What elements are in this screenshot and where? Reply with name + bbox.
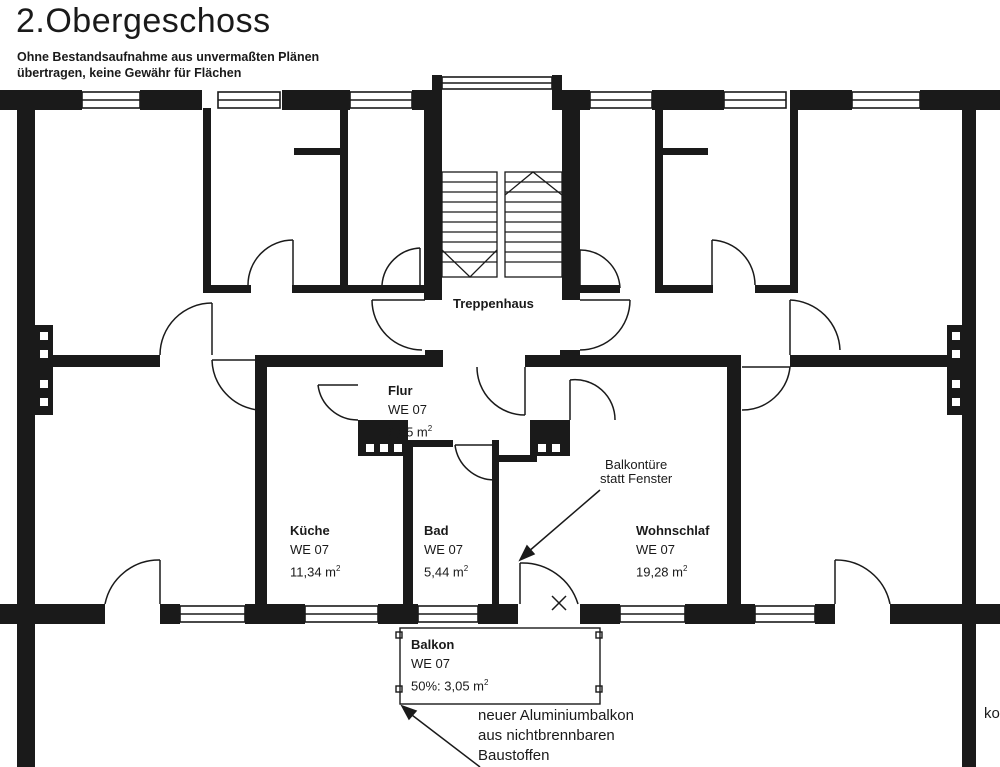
balcony-annotation-line-2: aus nichtbrennbaren — [478, 727, 615, 744]
disclaimer-note: Ohne Bestandsaufnahme aus unvermaßten Pl… — [17, 49, 377, 81]
door-annotation-line-1: Balkontüre — [605, 457, 668, 472]
edge-text-fragment: ko — [984, 705, 1000, 722]
room-area-balcony: 50%: 3,05 m2 — [411, 678, 489, 694]
door-annotation-line-2: statt Fenster — [600, 471, 673, 486]
door-swings — [104, 239, 891, 611]
room-name-stair: Treppenhaus — [453, 296, 534, 311]
room-area-living: 19,28 m2 — [636, 564, 688, 580]
room-name-hall: Flur — [388, 383, 413, 398]
room-name-kitchen: Küche — [290, 523, 330, 538]
room-label-balcony: Balkon WE 07 50%: 3,05 m2 — [411, 635, 488, 695]
balcony-outline — [29, 624, 603, 767]
room-unit-kitchen: WE 07 — [290, 542, 330, 557]
room-name-bath: Bad — [424, 523, 449, 538]
balcony-annotation: neuer Aluminiumbalkon aus nichtbrennbare… — [478, 706, 634, 766]
walls — [0, 75, 1000, 767]
room-label-living: Wohnschlaf WE 07 19,28 m2 — [636, 521, 709, 581]
stairs — [441, 171, 563, 278]
balcony-annotation-line-3: Baustoffen — [478, 747, 550, 764]
room-unit-living: WE 07 — [636, 542, 676, 557]
room-area-bath: 5,44 m2 — [424, 564, 469, 580]
room-label-hall: Flur WE 07 6,05 m2 — [388, 381, 432, 441]
windows — [81, 76, 921, 623]
room-unit-hall: WE 07 — [388, 402, 428, 417]
disclaimer-line-1: Ohne Bestandsaufnahme aus unvermaßten Pl… — [17, 50, 320, 64]
door-annotation: Balkontüre statt Fenster — [600, 458, 672, 486]
room-name-living: Wohnschlaf — [636, 523, 710, 538]
disclaimer-line-2: übertragen, keine Gewähr für Flächen — [17, 66, 242, 80]
room-name-balcony: Balkon — [411, 637, 455, 652]
room-unit-balcony: WE 07 — [411, 656, 451, 671]
room-label-kitchen: Küche WE 07 11,34 m2 — [290, 521, 340, 581]
vent-holes — [40, 268, 960, 452]
annotation-arrows — [400, 489, 601, 767]
room-label-bath: Bad WE 07 5,44 m2 — [424, 521, 468, 581]
room-unit-bath: WE 07 — [424, 542, 464, 557]
room-area-kitchen: 11,34 m2 — [290, 564, 341, 580]
balcony-annotation-line-1: neuer Aluminiumbalkon — [478, 707, 634, 724]
room-area-hall: 6,05 m2 — [388, 424, 433, 440]
page-title: 2.Obergeschoss — [16, 2, 271, 40]
room-label-stair: Treppenhaus — [453, 294, 534, 313]
